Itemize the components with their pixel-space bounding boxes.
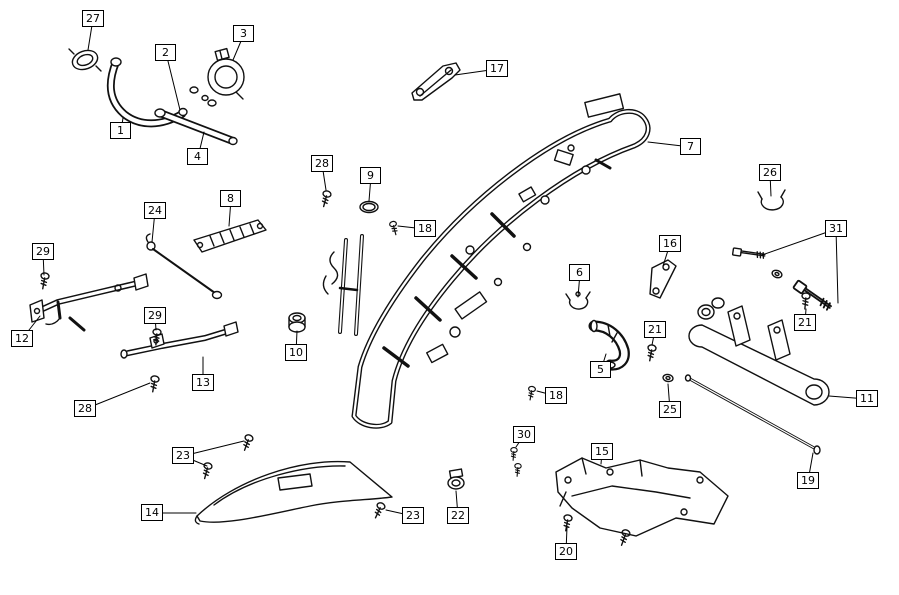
part-18-screw-mid [526,385,537,402]
leader-line-17 [454,68,498,76]
part-14-floor-panel [194,460,393,525]
leader-line-7 [647,141,692,148]
leader-line-11 [828,395,868,400]
leader-line-30 [515,434,525,448]
leader-line-28 [321,163,327,191]
part-22-clamp [447,468,465,490]
leader-line-21 [651,329,656,346]
leader-line-22 [455,490,459,517]
part-8-plate [193,219,267,253]
leader-line-24 [151,210,156,243]
leader-line-25 [667,383,671,411]
part-23-screw-bottom [371,500,387,521]
leader-line-18 [536,390,557,397]
leader-line-28 [84,382,151,410]
part-6-clamp [565,291,591,310]
leader-line-31 [761,228,837,256]
part-10-grommet [288,312,306,333]
part-1-2-breather-hose [106,57,209,128]
leader-line-3 [232,33,245,61]
part-21-bolt-mid [645,343,658,363]
leader-line-31 [835,228,839,304]
part-28-screw-left [148,374,161,394]
part-31-bolts [731,247,834,313]
leader-line-23 [385,509,414,517]
part-21-bolt-right [800,291,811,310]
part-25-washer [661,372,675,384]
leader-line-18 [397,225,426,230]
leader-line-19 [807,452,814,482]
part-23-screws-left [200,433,255,481]
part-26-clamp [757,189,786,211]
leader-line-4 [197,131,205,158]
part-27-hose-clamp [68,48,102,72]
part-7-main-frame [322,93,651,429]
leader-line-26 [769,172,772,197]
leader-line-23 [182,440,245,457]
leader-line-2 [165,52,181,111]
part-18-screw-top [388,220,400,237]
part-13-bracket [120,321,239,359]
part-9-ring [359,200,379,214]
leader-line-29 [154,315,157,331]
leader-line-10 [295,330,298,354]
part-3-canister [207,47,245,107]
leader-line-15 [600,451,603,465]
part-15-subframe-bracket [555,457,729,537]
part-5-elbow-hose [588,319,630,371]
leader-line-9 [368,175,372,202]
part-24-rod [145,233,223,300]
leader-line-23 [182,455,208,467]
part-17-bracket [411,62,461,101]
part-4-tube [154,108,238,146]
part-12-bracket [29,273,149,332]
leader-line-1 [120,117,124,132]
leader-line-21 [804,308,807,324]
leader-line-8 [228,198,232,227]
leader-line-29 [42,251,45,276]
part-28-screw-top [319,189,333,209]
part-30-screws [509,446,522,478]
leader-line-27 [87,18,94,51]
part-16-bracket [649,259,677,299]
part-11-rear-assembly [688,297,830,406]
part-19-rod [684,374,821,455]
